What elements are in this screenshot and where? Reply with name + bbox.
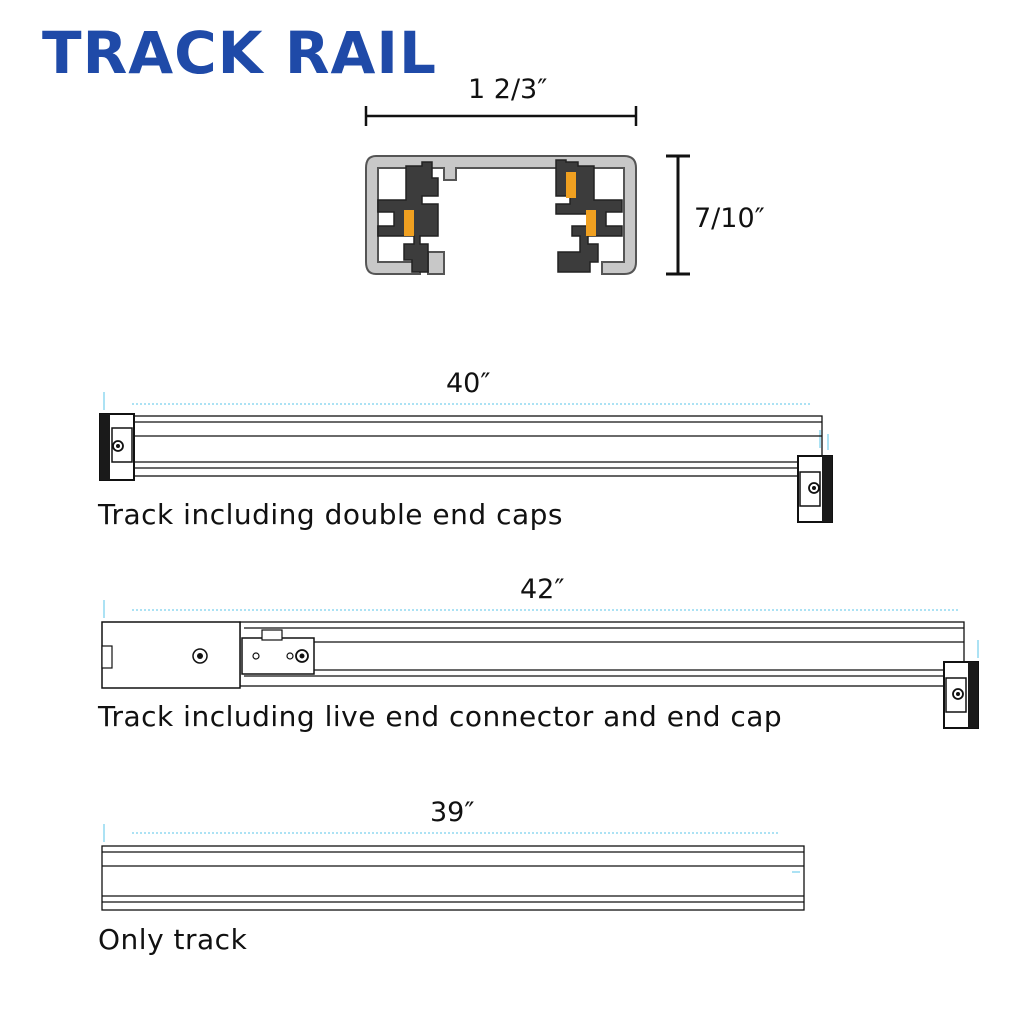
track-length-label: 42″ bbox=[520, 574, 565, 605]
profile-width-dimension bbox=[364, 106, 638, 126]
track-length-label: 40″ bbox=[446, 368, 491, 399]
track-double-end-caps bbox=[99, 392, 833, 523]
right-conductor-lower bbox=[586, 210, 596, 236]
track-live-end-connector bbox=[101, 600, 979, 729]
rail-profile-cross-section bbox=[365, 155, 637, 275]
rail-body bbox=[101, 845, 805, 911]
page-title: TRACK RAIL bbox=[42, 19, 437, 87]
profile-height-label: 7/10″ bbox=[694, 203, 765, 234]
track-only bbox=[101, 824, 805, 911]
track-caption: Track including double end caps bbox=[98, 498, 563, 531]
left-conductor bbox=[404, 210, 414, 236]
rail-body bbox=[239, 621, 965, 687]
end-cap-right bbox=[797, 455, 833, 523]
track-caption: Only track bbox=[98, 923, 248, 956]
profile-width-label: 1 2/3″ bbox=[468, 74, 548, 105]
end-cap-right bbox=[943, 661, 979, 729]
rail-body bbox=[109, 415, 823, 477]
profile-height-dimension bbox=[666, 154, 690, 276]
live-end-connector bbox=[101, 621, 315, 689]
track-length-label: 39″ bbox=[430, 797, 475, 828]
rail-housing bbox=[365, 155, 637, 275]
rail-housing-left-lip bbox=[427, 251, 445, 275]
right-conductor-upper bbox=[566, 172, 576, 198]
track-caption: Track including live end connector and e… bbox=[98, 700, 783, 733]
end-cap-left bbox=[99, 413, 135, 481]
